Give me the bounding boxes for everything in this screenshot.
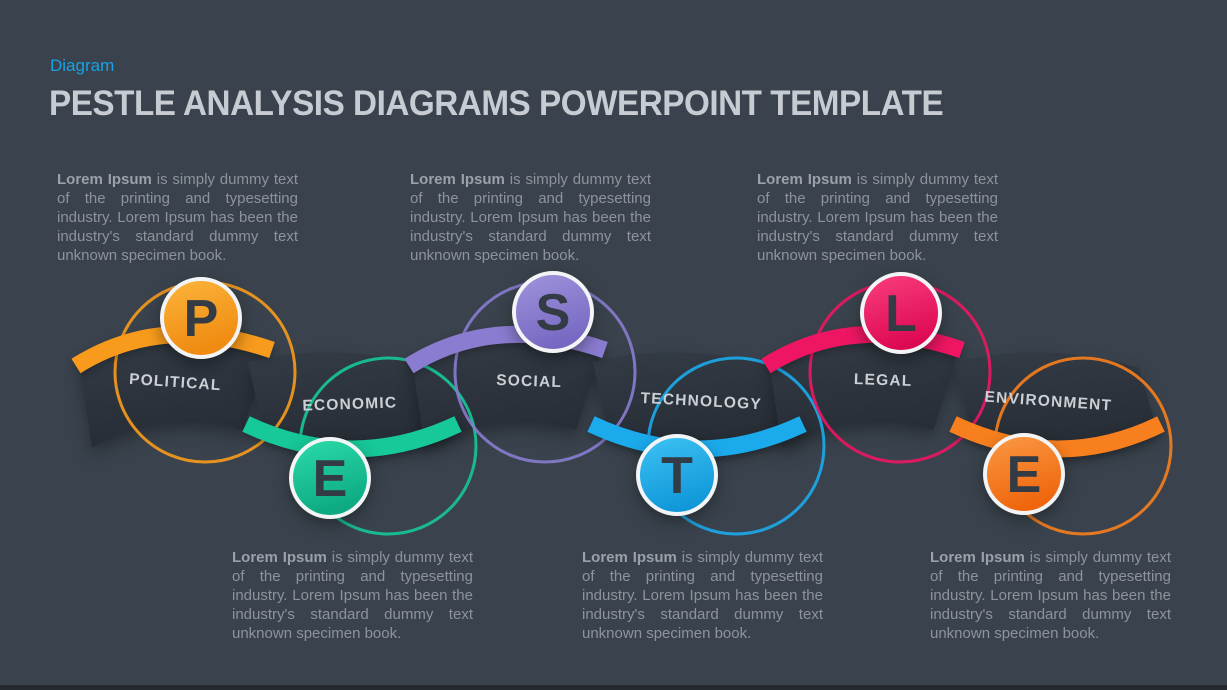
letter-badge-environment: E: [983, 433, 1065, 515]
circle-political: [160, 277, 242, 359]
band-legal: [761, 325, 965, 374]
label-economic: ECONOMIC: [302, 394, 397, 414]
letter-legal: L: [885, 285, 917, 343]
label-social: SOCIAL: [496, 372, 562, 391]
letter-environment: E: [1007, 446, 1042, 504]
lorem-body: is simply dummy text of the printing and…: [757, 171, 998, 264]
lorem-body: is simply dummy text of the printing and…: [930, 549, 1171, 642]
text-block-bottom-3: Lorem Ipsum is simply dummy text of the …: [930, 548, 1171, 643]
circle-environment: [983, 433, 1065, 515]
text-block-top-2: Lorem Ipsum is simply dummy text of the …: [410, 170, 651, 265]
banner-environment: [955, 352, 1157, 451]
circle-legal: [860, 272, 942, 354]
label-political: POLITICAL: [129, 371, 223, 394]
footer-bar: [0, 685, 1227, 690]
circle-economic: [289, 437, 371, 519]
banner-technology: [593, 352, 797, 451]
letter-badge-technology: T: [636, 434, 718, 516]
banner-economic: [248, 352, 452, 451]
letter-social: S: [536, 284, 571, 342]
lorem-lead: Lorem Ipsum: [582, 549, 677, 566]
lorem-lead: Lorem Ipsum: [232, 549, 327, 566]
lorem-body: is simply dummy text of the printing and…: [57, 171, 298, 264]
label-technology: TECHNOLOGY: [640, 390, 762, 413]
banner-legal: [770, 339, 958, 448]
letter-badge-political: P: [160, 277, 242, 359]
page-title: PESTLE ANALYSIS DIAGRAMS POWERPOINT TEMP…: [49, 84, 944, 123]
eyebrow-label: Diagram: [50, 56, 115, 75]
lorem-lead: Lorem Ipsum: [757, 171, 852, 188]
text-block-top-3: Lorem Ipsum is simply dummy text of the …: [757, 170, 998, 265]
band-environment: [949, 416, 1165, 458]
banner-social: [413, 339, 601, 448]
letter-badge-legal: L: [860, 272, 942, 354]
banner-political: [80, 339, 268, 448]
letter-political: P: [184, 290, 219, 348]
circle-technology: [636, 434, 718, 516]
letter-badge-economic: E: [289, 437, 371, 519]
text-block-top-1: Lorem Ipsum is simply dummy text of the …: [57, 170, 298, 265]
lorem-body: is simply dummy text of the printing and…: [410, 171, 651, 264]
lorem-body: is simply dummy text of the printing and…: [582, 549, 823, 642]
text-block-bottom-1: Lorem Ipsum is simply dummy text of the …: [232, 548, 473, 643]
letter-technology: T: [661, 447, 693, 505]
lorem-body: is simply dummy text of the printing and…: [232, 549, 473, 642]
label-legal: LEGAL: [854, 371, 913, 390]
circle-social: [512, 271, 594, 353]
text-block-bottom-2: Lorem Ipsum is simply dummy text of the …: [582, 548, 823, 643]
lorem-lead: Lorem Ipsum: [57, 171, 152, 188]
letter-badge-social: S: [512, 271, 594, 353]
letter-economic: E: [313, 450, 348, 508]
lorem-lead: Lorem Ipsum: [930, 549, 1025, 566]
lorem-lead: Lorem Ipsum: [410, 171, 505, 188]
